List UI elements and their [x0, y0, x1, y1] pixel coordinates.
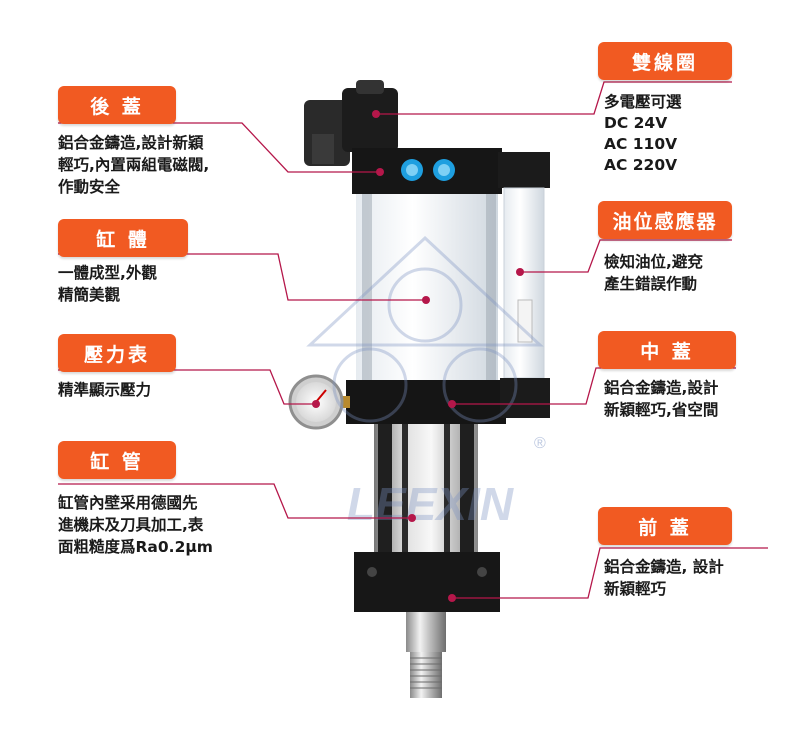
desc-front-cover: 鋁合金鑄造, 設計 新穎輕巧	[604, 558, 724, 598]
leader-cylinder-tube	[58, 483, 416, 522]
tag-cylinder-tube: 缸 管	[58, 441, 176, 479]
leader-oil-sensor	[516, 239, 732, 276]
watermark-logo	[306, 235, 544, 423]
tag-middle-cover: 中 蓋	[598, 331, 736, 369]
cylinder-tube	[374, 424, 478, 552]
desc-rear-cover: 鋁合金鑄造,設計新穎 輕巧,內置兩組電磁閥, 作動安全	[58, 134, 210, 196]
front-cover-block	[354, 552, 500, 612]
desc-double-coil: 多電壓可選 DC 24V AC 110V AC 220V	[604, 93, 682, 174]
watermark-brand: LEEXIN	[347, 478, 514, 530]
tag-pressure-gauge: 壓力表	[58, 334, 176, 372]
tag-oil-sensor: 油位感應器	[598, 201, 732, 239]
piston-rod	[406, 612, 446, 698]
cylinder-body	[356, 194, 498, 380]
tag-front-cover: 前 蓋	[598, 507, 732, 545]
desc-oil-sensor: 檢知油位,避兗 產生錯誤作動	[604, 253, 703, 293]
tag-double-coil: 雙線圈	[598, 42, 732, 80]
leader-double-coil	[372, 81, 732, 118]
middle-cover-block	[346, 378, 550, 424]
leader-front-cover	[448, 547, 768, 602]
tag-cylinder-body: 缸 體	[58, 219, 188, 257]
desc-cylinder-body: 一體成型,外觀 精簡美觀	[58, 264, 157, 304]
tag-rear-cover: 後 蓋	[58, 86, 176, 124]
solenoid-coil	[304, 80, 398, 166]
watermark-registered: ®	[534, 435, 546, 452]
desc-cylinder-tube: 缸管內壁采用德國先 進機床及刀具加工,表 面粗糙度爲Ra0.2μm	[58, 494, 213, 556]
rear-cover-block	[352, 148, 550, 194]
desc-middle-cover: 鋁合金鑄造,設計 新穎輕巧,省空間	[604, 379, 719, 419]
desc-pressure-gauge: 精準顯示壓力	[58, 381, 152, 399]
oil-level-sensor	[503, 187, 545, 379]
